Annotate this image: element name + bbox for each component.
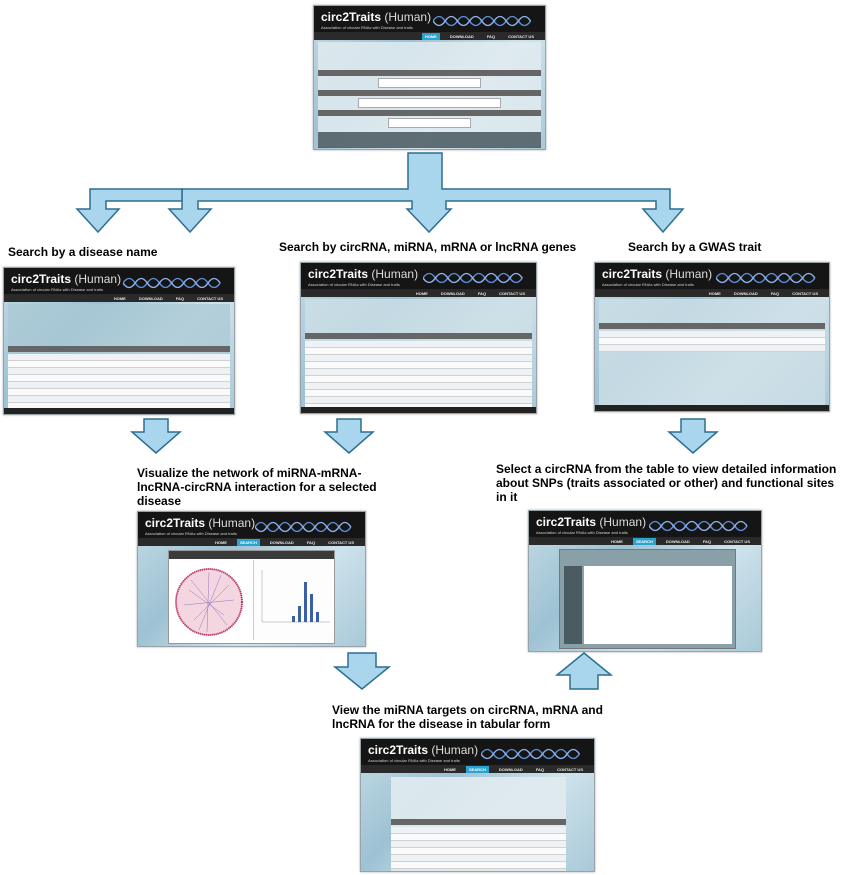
nav-download[interactable]: DOWNLOAD: [733, 290, 758, 296]
nav-contact[interactable]: CONTACT US: [508, 33, 534, 39]
nav-download[interactable]: DOWNLOAD: [498, 766, 523, 772]
screenshot-circrna-detail: circ2Traits (Human) Association of circu…: [528, 510, 762, 652]
arrow-network-to-targets: [333, 652, 391, 690]
arrow-targets-to-select: [555, 652, 613, 690]
arrow-genes-to-network: [323, 418, 375, 454]
nav-download[interactable]: DOWNLOAD: [440, 290, 465, 296]
nav-home[interactable]: HOME: [610, 538, 623, 544]
nav-contact[interactable]: CONTACT US: [724, 538, 750, 544]
nav-faq[interactable]: FAQ: [306, 539, 316, 545]
nav-home[interactable]: HOME: [415, 290, 428, 296]
screenshot-gene-results: circ2Traits (Human) Association of circu…: [300, 262, 537, 414]
nav-contact[interactable]: CONTACT US: [328, 539, 354, 545]
bar-chart-thumbnail: [261, 570, 330, 623]
screenshot-network: circ2Traits (Human) Association of circu…: [137, 511, 366, 647]
arrow-gwas-to-select: [667, 418, 719, 454]
nav-faq[interactable]: FAQ: [175, 295, 185, 301]
left-branch-shape: [75, 188, 183, 234]
nav-download[interactable]: DOWNLOAD: [269, 539, 294, 545]
label-visualize-network: Visualize the network of miRNA-mRNA-lncR…: [137, 466, 377, 508]
nav-contact[interactable]: CONTACT US: [557, 766, 583, 772]
nav-download[interactable]: DOWNLOAD: [138, 295, 163, 301]
nav-download[interactable]: DOWNLOAD: [449, 33, 474, 39]
screenshot-mirna-targets: circ2Traits (Human) Association of circu…: [360, 738, 595, 872]
label-search-genes: Search by circRNA, miRNA, mRNA or lncRNA…: [279, 240, 577, 254]
dna-logo-icon: [122, 277, 221, 289]
nav-faq[interactable]: FAQ: [770, 290, 780, 296]
dna-logo-icon: [255, 521, 352, 533]
dna-logo-icon: [422, 272, 523, 284]
nav-search[interactable]: SEARCH: [465, 765, 489, 773]
nav-faq[interactable]: FAQ: [702, 538, 712, 544]
nav-home[interactable]: HOME: [214, 539, 227, 545]
nav-home[interactable]: HOME: [421, 32, 440, 40]
nav-download[interactable]: DOWNLOAD: [665, 538, 690, 544]
nav-home[interactable]: HOME: [708, 290, 721, 296]
branch-arrow-shape: [167, 152, 685, 234]
screenshot-disease-results: circ2Traits (Human) Association of circu…: [3, 267, 235, 415]
arrow-disease-to-network: [130, 418, 182, 454]
screenshot-home: circ2Traits (Human) Association of circu…: [313, 5, 546, 150]
network-graph: [175, 568, 243, 636]
nav-home[interactable]: HOME: [443, 766, 456, 772]
screenshot-gwas-results: circ2Traits (Human) Association of circu…: [594, 262, 830, 412]
nav-faq[interactable]: FAQ: [477, 290, 487, 296]
nav-contact[interactable]: CONTACT US: [499, 290, 525, 296]
nav-search[interactable]: SEARCH: [236, 538, 260, 546]
label-select-circrna: Select a circRNA from the table to view …: [496, 462, 837, 504]
nav-home[interactable]: HOME: [113, 295, 126, 301]
dna-logo-icon: [481, 748, 581, 760]
label-view-targets: View the miRNA targets on circRNA, mRNA …: [332, 703, 603, 731]
dna-logo-icon: [433, 15, 532, 27]
dna-logo-icon: [648, 520, 748, 532]
nav-contact[interactable]: CONTACT US: [792, 290, 818, 296]
nav-faq[interactable]: FAQ: [486, 33, 496, 39]
nav-faq[interactable]: FAQ: [535, 766, 545, 772]
nav-contact[interactable]: CONTACT US: [197, 295, 223, 301]
label-search-gwas: Search by a GWAS trait: [628, 240, 762, 254]
label-search-disease: Search by a disease name: [8, 245, 158, 259]
nav-search[interactable]: SEARCH: [632, 537, 656, 545]
dna-logo-icon: [716, 272, 816, 284]
